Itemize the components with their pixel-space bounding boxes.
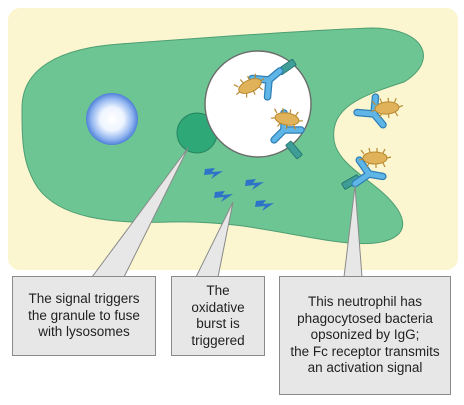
callout-oxidative-burst: The oxidative burst is triggered bbox=[171, 276, 265, 356]
phagosome bbox=[204, 50, 312, 158]
callout-neutrophil-activation: This neutrophil has phagocytosed bacteri… bbox=[279, 276, 451, 395]
callout-burst-text: The oxidative burst is triggered bbox=[191, 283, 245, 348]
callout-neutrophil-text: This neutrophil has phagocytosed bacteri… bbox=[290, 294, 440, 376]
callout-granule-text: The signal triggers the granule to fuse … bbox=[28, 291, 140, 340]
nucleus bbox=[86, 93, 138, 145]
callout-granule-fusion: The signal triggers the granule to fuse … bbox=[12, 276, 156, 356]
